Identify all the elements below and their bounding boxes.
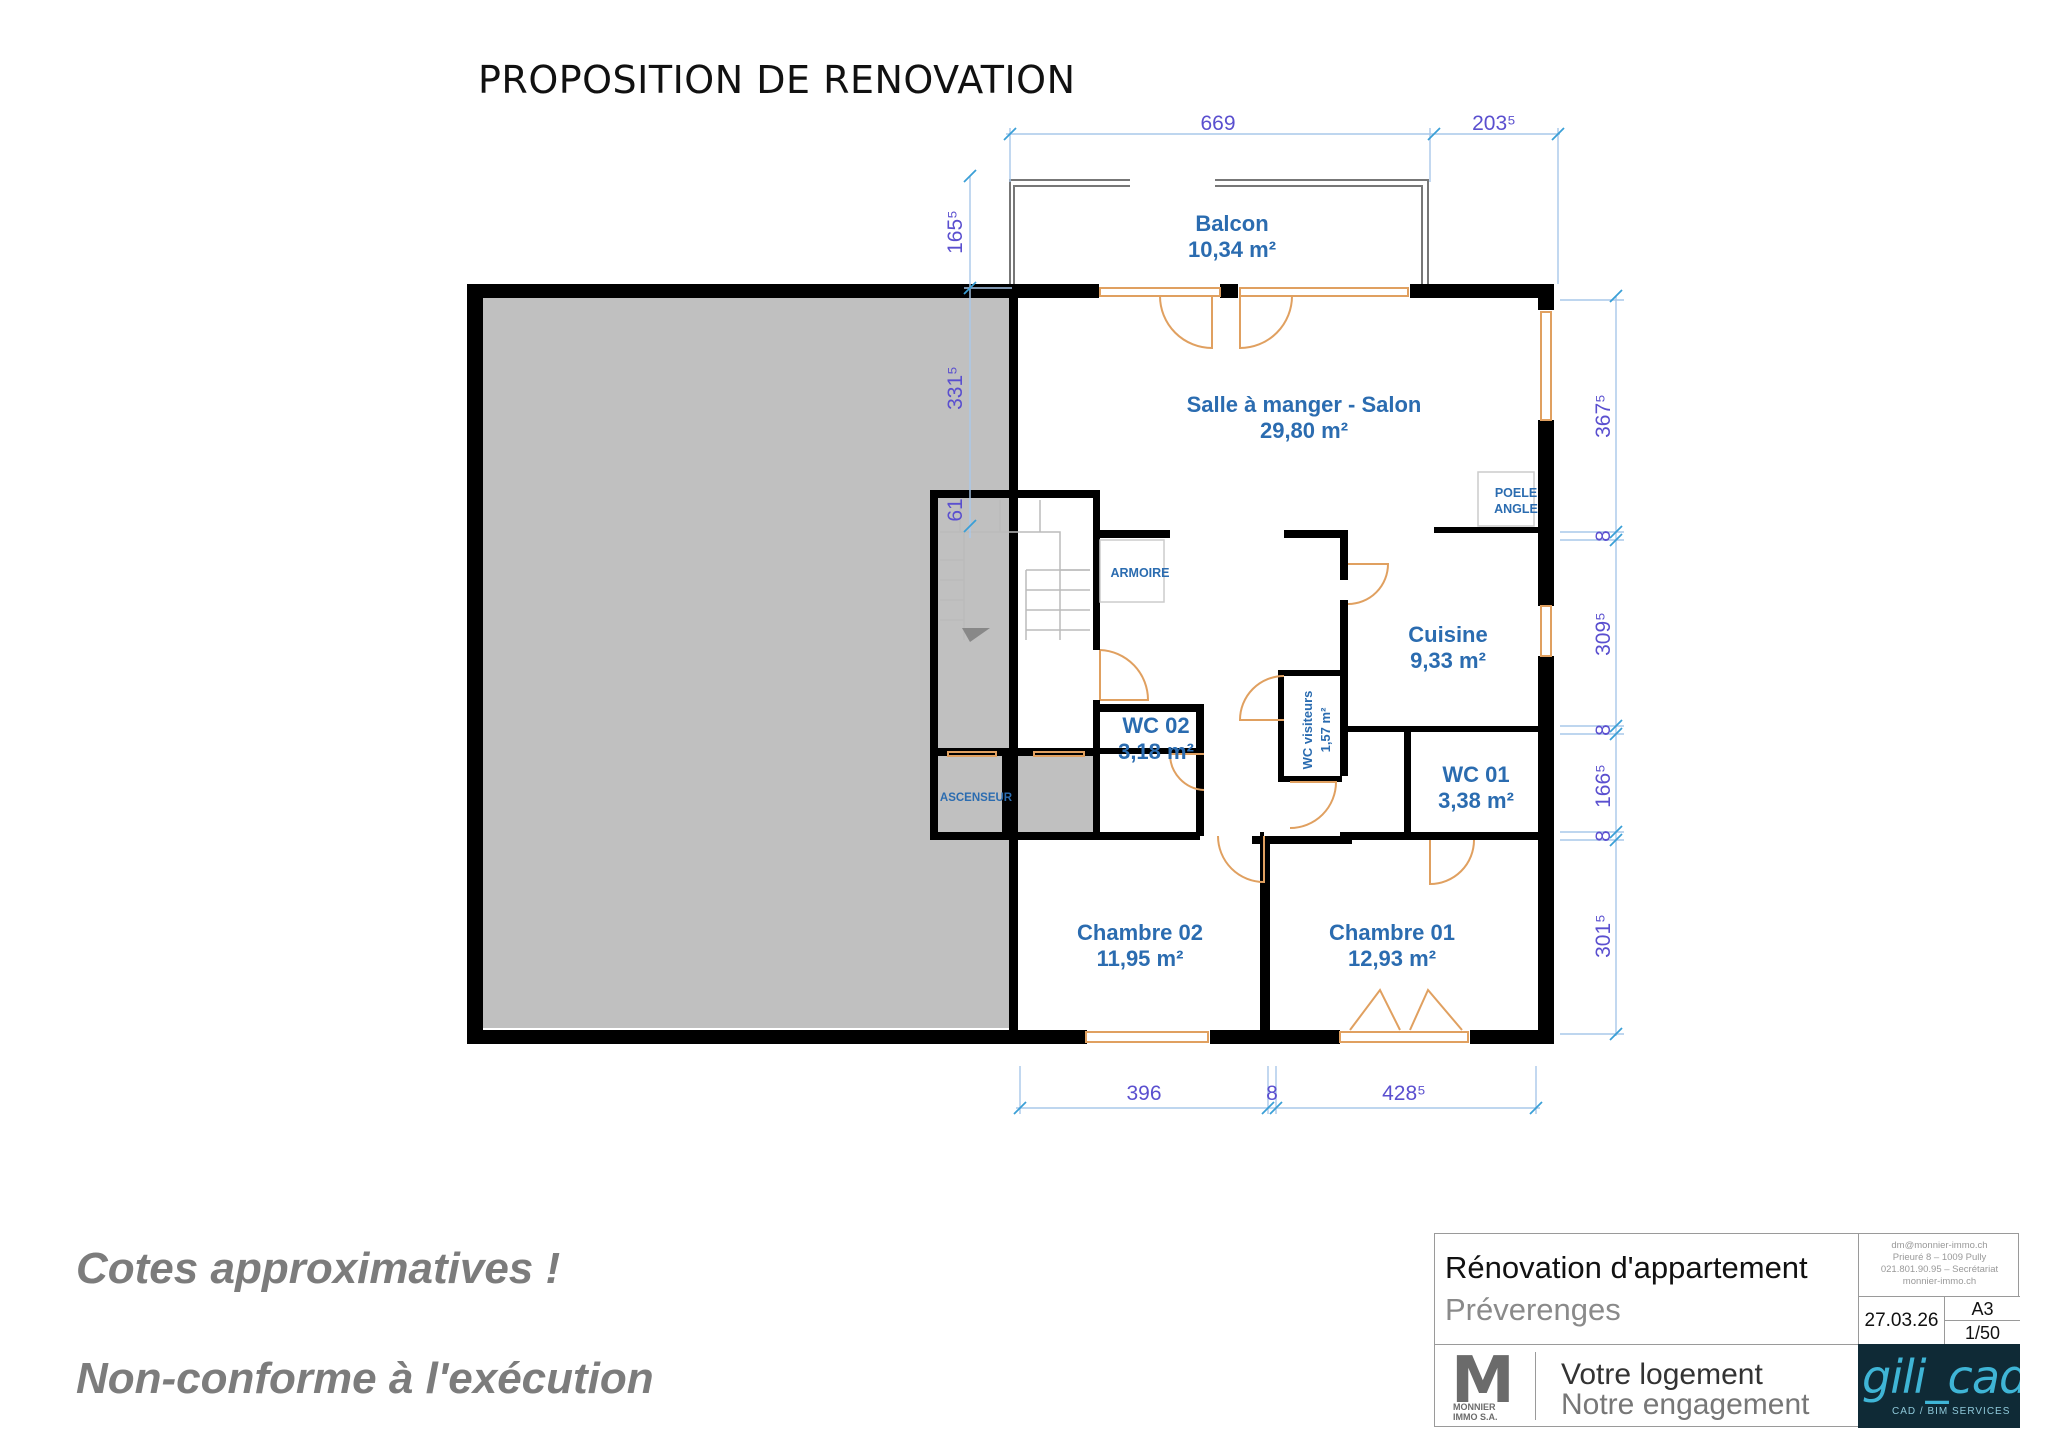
dim-right-1: 367⁵	[1592, 394, 1615, 438]
dim-bottom-3: 428⁵	[1382, 1082, 1426, 1105]
dim-top-2: 203⁵	[1472, 112, 1516, 135]
logo-name: MONNIER IMMO S.A.	[1453, 1402, 1533, 1422]
room-balcon-area: 10,34 m²	[1188, 237, 1276, 262]
project-title: Rénovation d'appartement	[1445, 1250, 1808, 1285]
logo-name-line-1: MONNIER	[1453, 1402, 1496, 1412]
room-wc01-area: 3,38 m²	[1438, 788, 1514, 813]
dim-left-2: 331⁵	[944, 366, 967, 410]
note-approximate: Cotes approximatives !	[76, 1244, 561, 1293]
format-cell: A3	[1944, 1296, 2020, 1320]
room-wcvisiteurs-area: 1,57 m²	[1318, 707, 1333, 752]
room-wcvisiteurs-name: WC visiteurs	[1300, 691, 1315, 770]
dim-bottom-1: 396	[1126, 1082, 1161, 1105]
balcony	[1009, 179, 1429, 288]
dim-right-3: 309⁵	[1592, 612, 1615, 656]
lift-grey-zone	[1010, 754, 1093, 836]
monnier-logo-icon: M MONNIER IMMO S.A.	[1443, 1344, 1533, 1424]
doors	[1099, 295, 1475, 1031]
label-poele-1: POELE	[1495, 486, 1537, 500]
label-poele-2: ANGLE	[1494, 502, 1538, 516]
dim-right-7: 301⁵	[1592, 914, 1615, 958]
poele-box	[1477, 471, 1535, 527]
date-cell: 27.03.26	[1858, 1296, 1944, 1344]
slogan-line-1: Votre logement	[1561, 1358, 1763, 1391]
logo-name-line-2: IMMO S.A.	[1453, 1412, 1498, 1422]
dim-top-1: 669	[1200, 112, 1235, 135]
contact-website: monnier-immo.ch	[1902, 1276, 1977, 1287]
label-armoire: ARMOIRE	[1110, 566, 1169, 580]
contact-email: dm@monnier-immo.ch	[1891, 1240, 1988, 1251]
room-salon-name: Salle à manger - Salon	[1187, 392, 1422, 417]
stair-arrow	[962, 628, 990, 642]
label-ascenseur: ASCENSEUR	[940, 792, 1013, 804]
room-labels: Balcon 10,34 m² Salle à manger - Salon 2…	[940, 211, 1538, 971]
dim-right-4: 8	[1592, 724, 1615, 736]
gili-logo-subtitle: CAD / BIM SERVICES	[1892, 1406, 2011, 1417]
title-block-divider	[1435, 1344, 2020, 1345]
staircase	[940, 500, 1090, 640]
dim-bottom-2: 8	[1266, 1082, 1278, 1105]
scale-cell: 1/50	[1944, 1320, 2020, 1344]
room-cuisine-name: Cuisine	[1408, 622, 1487, 647]
slogan-line-2: Notre engagement	[1561, 1388, 1810, 1421]
note-non-conforme: Non-conforme à l'exécution	[76, 1354, 654, 1403]
room-salon-area: 29,80 m²	[1260, 418, 1348, 443]
room-wc02-name: WC 02	[1122, 713, 1189, 738]
dimension-lines	[964, 128, 1624, 1114]
dimension-ticks	[963, 127, 1623, 1115]
dim-right-2: 8	[1592, 530, 1615, 542]
page-title: PROPOSITION DE RENOVATION	[478, 58, 1076, 102]
dimension-texts: 669 203⁵ 165⁵ 331⁵ 61 367⁵ 8 309⁵ 8 166⁵…	[944, 112, 1615, 1105]
room-cuisine-area: 9,33 m²	[1410, 648, 1486, 673]
logo-separator	[1535, 1352, 1536, 1420]
dim-left-1: 165⁵	[944, 210, 967, 254]
contact-block: dm@monnier-immo.ch Prieuré 8 – 1009 Pull…	[1858, 1234, 2020, 1344]
gili-logo-text: gili_cad	[1862, 1350, 2020, 1404]
contact-address: Prieuré 8 – 1009 Pully	[1892, 1252, 1987, 1263]
dim-right-6: 8	[1592, 830, 1615, 842]
room-chambre02-name: Chambre 02	[1077, 920, 1203, 945]
outer-walls	[467, 284, 1554, 1044]
grey-zone	[476, 296, 1010, 1028]
room-chambre01-area: 12,93 m²	[1348, 946, 1436, 971]
interior-walls	[930, 296, 1538, 1032]
room-wc02-area: 3,18 m²	[1118, 739, 1194, 764]
gili-cad-logo-icon: gili_cad CAD / BIM SERVICES	[1858, 1344, 2020, 1428]
room-chambre01-name: Chambre 01	[1329, 920, 1455, 945]
dim-left-3: 61	[944, 498, 967, 521]
logo-letter: M	[1451, 1344, 1515, 1418]
contact-phone: 021.801.90.95 – Secrétariat	[1880, 1264, 1999, 1275]
project-place: Préverenges	[1445, 1292, 1621, 1327]
armoire-box	[1099, 539, 1165, 603]
room-balcon-name: Balcon	[1195, 211, 1268, 236]
title-block: dm@monnier-immo.ch Prieuré 8 – 1009 Pull…	[1434, 1233, 2020, 1428]
room-wc01-name: WC 01	[1442, 762, 1509, 787]
dim-right-5: 166⁵	[1592, 764, 1615, 808]
room-chambre02-area: 11,95 m²	[1097, 946, 1184, 971]
